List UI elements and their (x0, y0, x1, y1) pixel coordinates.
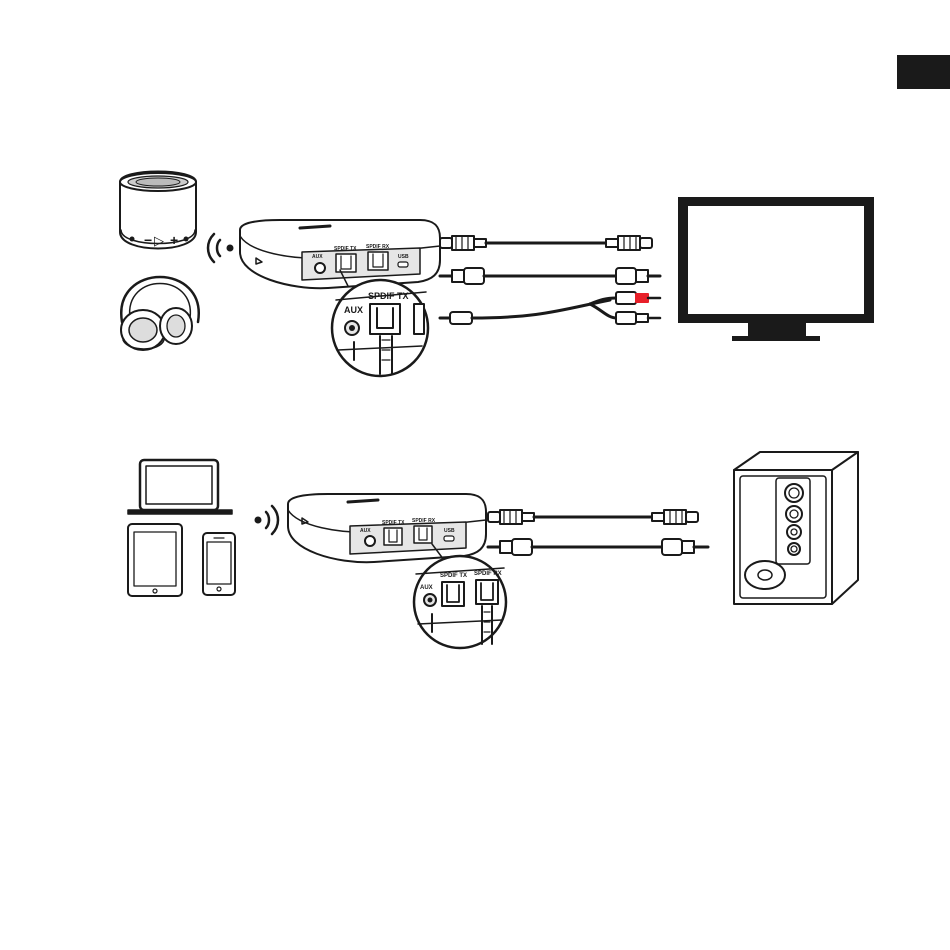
device-port-usb (398, 262, 408, 267)
laptop-icon (128, 460, 232, 514)
device-port-aux (365, 536, 375, 546)
device-port-usb-label: USB (444, 528, 455, 534)
device-port-aux-label: AUX (360, 528, 371, 534)
wireless-signal-icon (208, 234, 234, 262)
zoom-port-spdif-rx-label: SPDIF RX (474, 571, 502, 577)
port-zoom-callout: AUX SPDIF TX SPDIF RX (414, 544, 506, 648)
tv-icon (678, 197, 874, 341)
zoom-port-aux-label: AUX (344, 305, 363, 315)
tablet-icon (128, 524, 182, 596)
rca-cable-icon (440, 292, 660, 324)
speaker-button-power-icon (130, 237, 135, 242)
aux-cable-icon (440, 268, 660, 284)
zoom-port-aux-label: AUX (420, 585, 433, 591)
audio-adapter-device: AUX SPDIF TX SPDIF RX USB (240, 220, 440, 288)
receive-section: AUX SPDIF TX SPDIF RX USB AUX SPDIF TX S… (128, 452, 858, 648)
device-port-aux-label: AUX (312, 254, 323, 260)
device-port-spdif-rx-label: SPDIF RX (366, 244, 390, 250)
speaker-button-play: ▷ (154, 233, 164, 248)
zoom-port-spdif-tx-label: SPDIF TX (368, 291, 409, 301)
optical-cable-icon (488, 510, 698, 524)
zoom-port-spdif-tx (370, 304, 400, 334)
speaker-button-mode-icon (184, 237, 189, 242)
speaker-button-plus: + (170, 232, 178, 248)
phone-icon (203, 533, 235, 595)
device-port-spdif-tx-label: SPDIF TX (334, 246, 357, 252)
zoom-port-spdif-tx-label: SPDIF TX (440, 573, 467, 579)
audio-adapter-device: AUX SPDIF TX SPDIF RX USB (288, 494, 486, 562)
wireless-signal-icon (255, 506, 279, 534)
device-port-spdif-rx-label: SPDIF RX (412, 518, 436, 524)
page-tab-marker (897, 55, 950, 89)
bluetooth-speaker-icon: − ▷ + (120, 172, 196, 249)
device-port-aux (315, 263, 325, 273)
speaker-button-minus: − (144, 232, 152, 248)
headphones-icon (121, 277, 199, 350)
aux-cable-icon (488, 539, 708, 555)
optical-cable-icon (440, 236, 652, 250)
device-port-usb (444, 536, 454, 541)
device-port-usb-label: USB (398, 254, 409, 260)
speaker-icon (734, 452, 858, 604)
transmit-section: − ▷ + AUX (120, 172, 874, 377)
device-port-spdif-tx-label: SPDIF TX (382, 520, 405, 526)
